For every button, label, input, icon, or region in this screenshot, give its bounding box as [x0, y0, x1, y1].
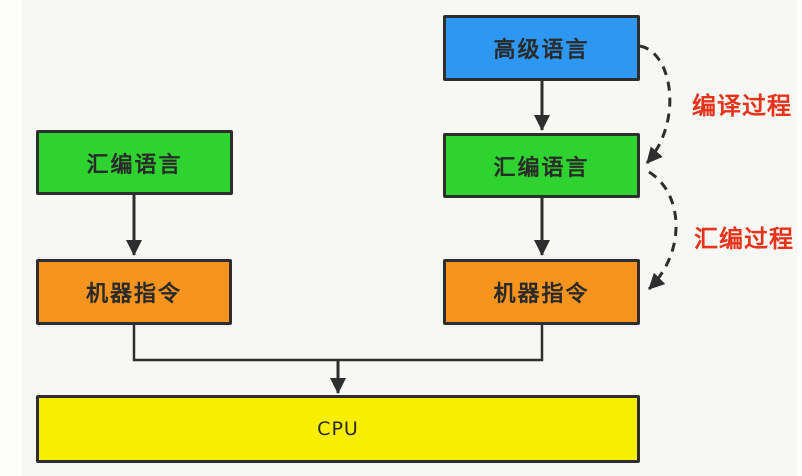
box-assembly-language-right-label: 汇编语言	[493, 155, 590, 181]
box-high-level-language: 高级语言	[443, 15, 640, 81]
dashed-curve-compile-process	[639, 44, 672, 164]
box-machine-instructions-right: 机器指令	[443, 259, 640, 325]
dashed-curve-assembly-process	[647, 170, 678, 291]
connector-machine-join-line	[132, 325, 544, 362]
box-cpu: CPU	[36, 395, 640, 463]
right-edge-strip	[797, 0, 802, 476]
box-high-level-language-label: 高级语言	[493, 38, 590, 63]
box-assembly-language-right: 汇编语言	[443, 133, 640, 198]
box-machine-instructions-right-label: 机器指令	[493, 282, 590, 307]
box-assembly-language-left: 汇编语言	[36, 130, 233, 195]
label-assembly-process: 汇编过程	[694, 225, 794, 253]
box-assembly-language-left-label: 汇编语言	[86, 152, 183, 178]
box-machine-instructions-left-label: 机器指令	[85, 282, 182, 307]
box-machine-instructions-left: 机器指令	[36, 259, 232, 325]
box-cpu-label: CPU	[317, 418, 359, 440]
left-edge-strip	[0, 0, 22, 476]
label-compile-process: 编译过程	[692, 92, 792, 120]
